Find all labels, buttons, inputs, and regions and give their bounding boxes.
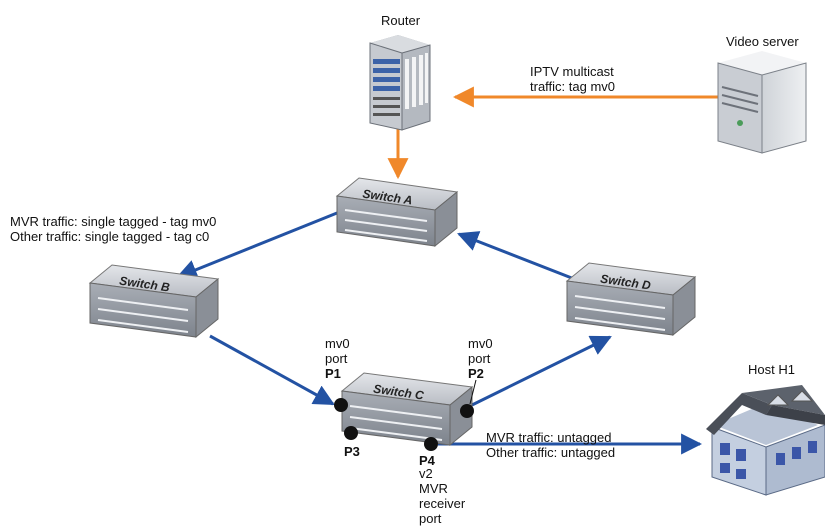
port-p1-description: mv0 port (325, 336, 350, 366)
port-p1-dot (334, 398, 348, 412)
port-p4-label: P4 (419, 453, 435, 468)
switch-a-label: Switch A (362, 187, 414, 208)
port-p3-label: P3 (344, 444, 360, 459)
port-p2-description: mv0 port (468, 336, 493, 366)
link-switch-c-switch-d (471, 335, 612, 407)
port-p4-dot (424, 437, 438, 451)
switch-b-icon: Switch B (88, 264, 220, 339)
host-traffic-label: MVR traffic: untagged Other traffic: unt… (486, 430, 616, 460)
server-icon (717, 51, 807, 154)
link-switch-d-switch-a (457, 231, 583, 284)
port-p2-leader (469, 379, 477, 405)
port-p2-dot (460, 404, 474, 418)
link-switch-b-switch-c (209, 334, 335, 406)
port-p1-label: P1 (325, 366, 341, 381)
video-server-label: Video server (726, 34, 799, 49)
link-switch-a-switch-b (176, 211, 338, 280)
switch-d-icon: Switch D (565, 262, 697, 337)
host-h1-label: Host H1 (748, 362, 795, 377)
switch-c-icon: Switch C (340, 372, 474, 447)
router-label: Router (381, 13, 421, 28)
switch-a-icon: Switch A (335, 177, 459, 248)
port-p3-dot (344, 426, 358, 440)
port-p4-description: v2 MVR receiver port (419, 466, 466, 526)
port-dots (334, 398, 474, 451)
router-icon (369, 35, 431, 131)
iptv-traffic-label: IPTV multicast traffic: tag mv0 (530, 64, 616, 94)
port-p2-label: P2 (468, 366, 484, 381)
mvr-left-traffic-label: MVR traffic: single tagged - tag mv0 Oth… (10, 214, 217, 244)
links (176, 86, 722, 455)
house-icon (706, 385, 825, 496)
